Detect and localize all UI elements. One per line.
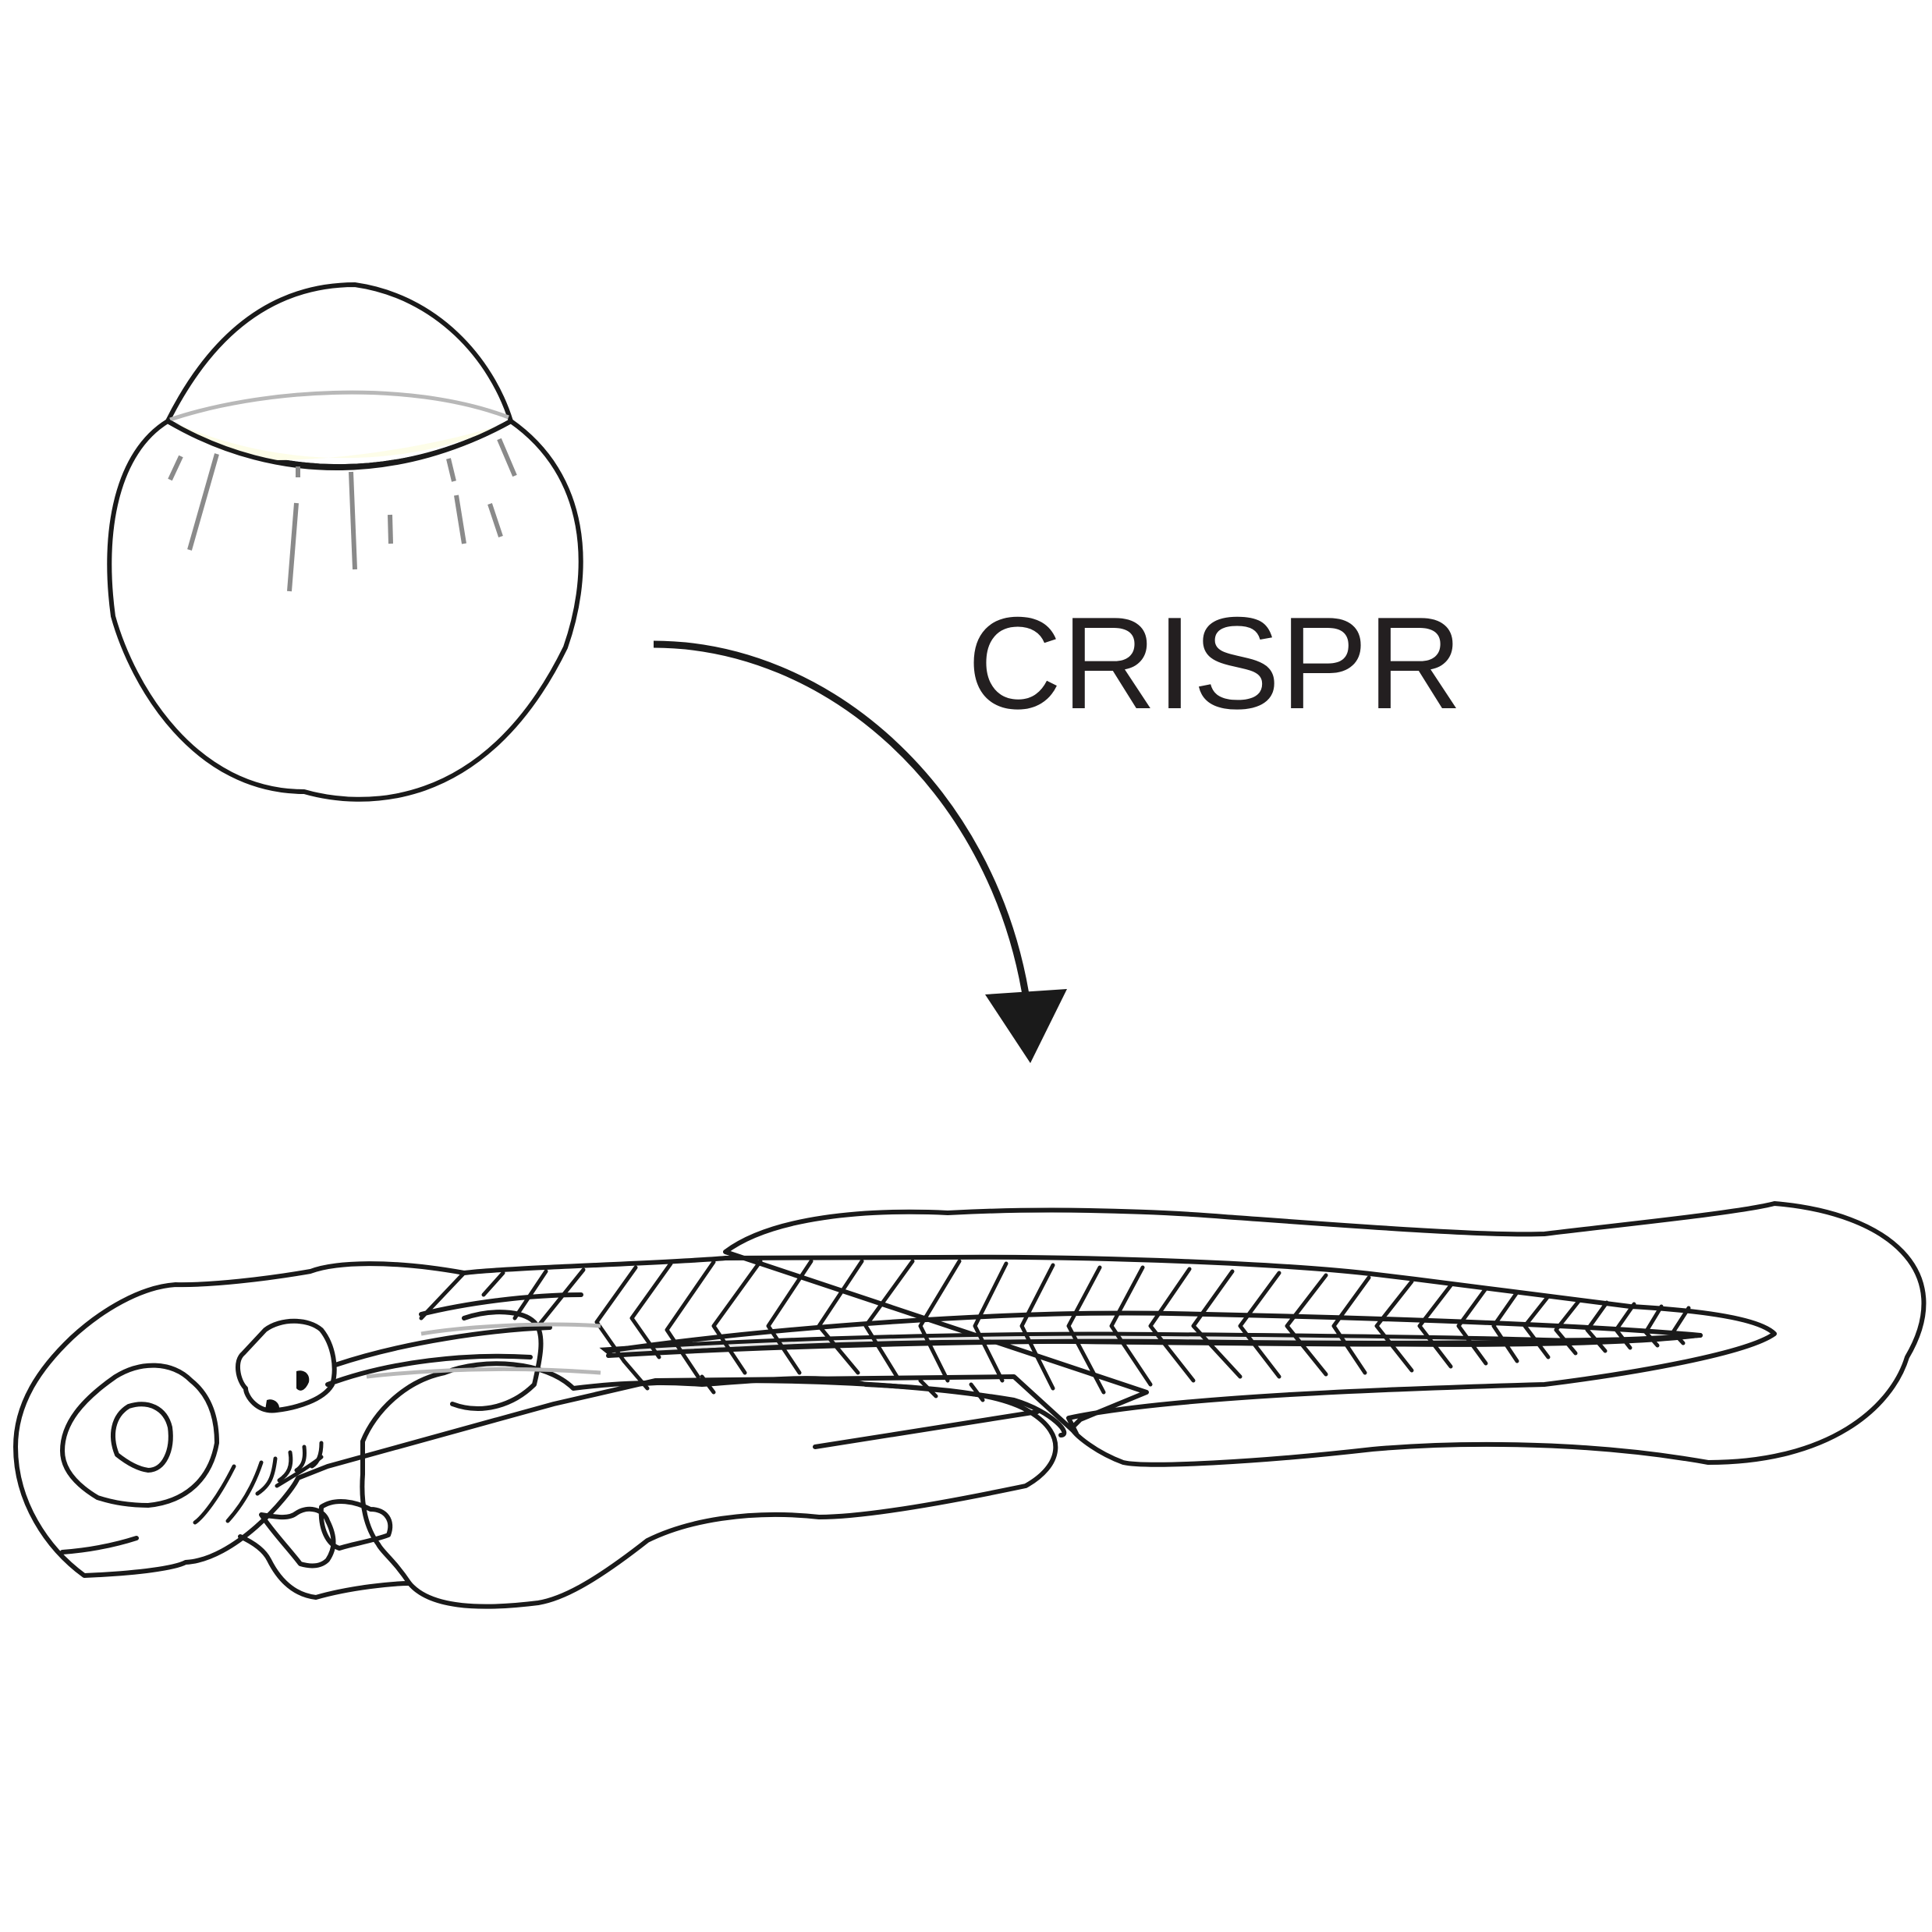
embryo-striations	[168, 438, 517, 592]
notochord-bottom	[606, 1333, 1703, 1358]
embryo-yolk	[107, 419, 583, 802]
notochord-top	[606, 1310, 1703, 1353]
eye	[60, 1363, 219, 1508]
pectoral-fin	[450, 1310, 544, 1411]
arrow-head	[985, 989, 1067, 1063]
head-translucent-1	[420, 1322, 601, 1336]
heart	[259, 1499, 393, 1569]
notochord	[599, 1331, 1701, 1358]
embryo-margin-back	[169, 390, 509, 422]
arrow-shaft	[653, 640, 1030, 995]
brain-line-1	[333, 1325, 552, 1367]
crispr-label: CRISPR	[967, 590, 1462, 736]
heart-ventricle	[318, 1499, 393, 1551]
mouth	[60, 1536, 139, 1554]
otic-vesicle	[236, 1318, 337, 1413]
somites	[419, 1259, 1691, 1395]
embryo-blastoderm-inner	[172, 421, 507, 460]
lower-jaw	[238, 1534, 412, 1600]
pharyngeal-arches	[193, 1441, 324, 1525]
head-translucent-2	[366, 1367, 601, 1379]
curved-arrow	[653, 640, 1067, 1063]
eye-lens	[111, 1402, 173, 1473]
yolk-extension	[813, 1409, 1040, 1449]
embryo-margin-front	[165, 419, 513, 470]
otolith-2	[265, 1399, 279, 1413]
larva-yolk	[360, 1361, 1058, 1609]
zebrafish-larva	[13, 1201, 1927, 1609]
otolith-1	[296, 1370, 310, 1391]
zebrafish-embryo	[107, 282, 583, 802]
somite-ventral	[622, 1359, 985, 1402]
gut-line	[629, 1378, 1067, 1437]
brain-line-2	[325, 1353, 533, 1387]
larva-body	[13, 1254, 1777, 1578]
fin-fold	[723, 1201, 1927, 1467]
